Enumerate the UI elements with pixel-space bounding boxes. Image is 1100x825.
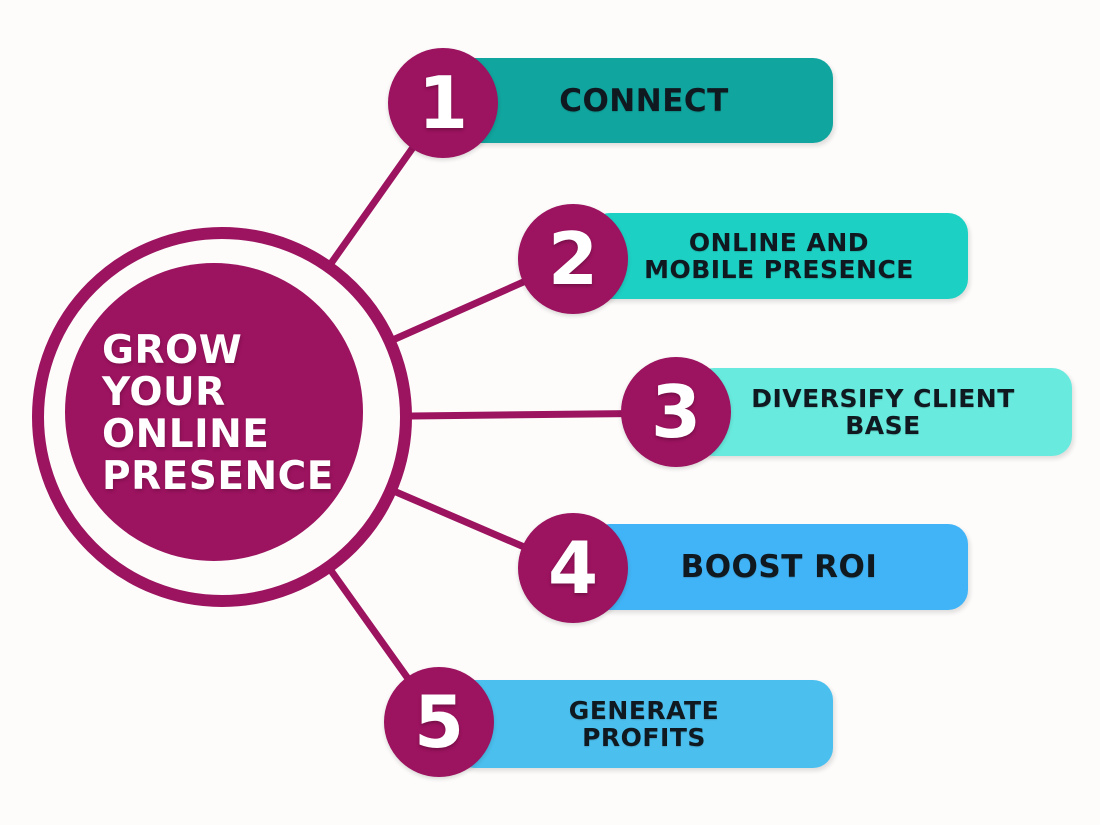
step-number-circle-4: 4 — [518, 513, 628, 623]
step-bar-1: CONNECT — [455, 58, 833, 143]
step-number-circle-3: 3 — [621, 357, 731, 467]
step-number-3: 3 — [650, 370, 702, 454]
step-label-2: ONLINE AND MOBILE PRESENCE — [644, 229, 914, 283]
step-bar-3: DIVERSIFY CLIENT BASE — [694, 368, 1072, 456]
step-number-4: 4 — [547, 526, 599, 610]
step-number-1: 1 — [417, 61, 469, 145]
step-number-circle-2: 2 — [518, 204, 628, 314]
step-label-2-line-2: MOBILE PRESENCE — [644, 255, 914, 284]
step-number-circle-5: 5 — [384, 667, 494, 777]
step-label-4-line-1: BOOST ROI — [680, 549, 878, 585]
title-line-4: PRESENCE — [102, 454, 334, 499]
step-bar-4: BOOST ROI — [590, 524, 968, 610]
step-label-1-line-1: CONNECT — [559, 82, 729, 119]
step-label-5-line-1: GENERATE — [568, 696, 720, 725]
title-line-3: ONLINE — [102, 412, 270, 457]
title-line-1: GROW — [102, 328, 243, 373]
step-label-5: GENERATE PROFITS — [569, 697, 719, 751]
step-label-3: DIVERSIFY CLIENT BASE — [751, 385, 1015, 439]
step-bar-2: ONLINE AND MOBILE PRESENCE — [590, 213, 968, 299]
step-label-3-line-1: DIVERSIFY CLIENT — [751, 384, 1015, 413]
step-label-1: CONNECT — [559, 83, 729, 119]
step-number-2: 2 — [547, 217, 599, 301]
step-number-circle-1: 1 — [388, 48, 498, 158]
step-label-5-line-2: PROFITS — [582, 723, 706, 752]
step-label-3-line-2: BASE — [845, 411, 921, 440]
step-bar-5: GENERATE PROFITS — [455, 680, 833, 768]
step-number-5: 5 — [413, 680, 465, 764]
step-label-2-line-1: ONLINE AND — [688, 228, 870, 257]
step-label-4: BOOST ROI — [681, 549, 878, 585]
title-line-2: YOUR — [102, 370, 226, 415]
center-circle — [65, 263, 363, 561]
page-title: GROW YOUR ONLINE PRESENCE — [102, 330, 334, 498]
